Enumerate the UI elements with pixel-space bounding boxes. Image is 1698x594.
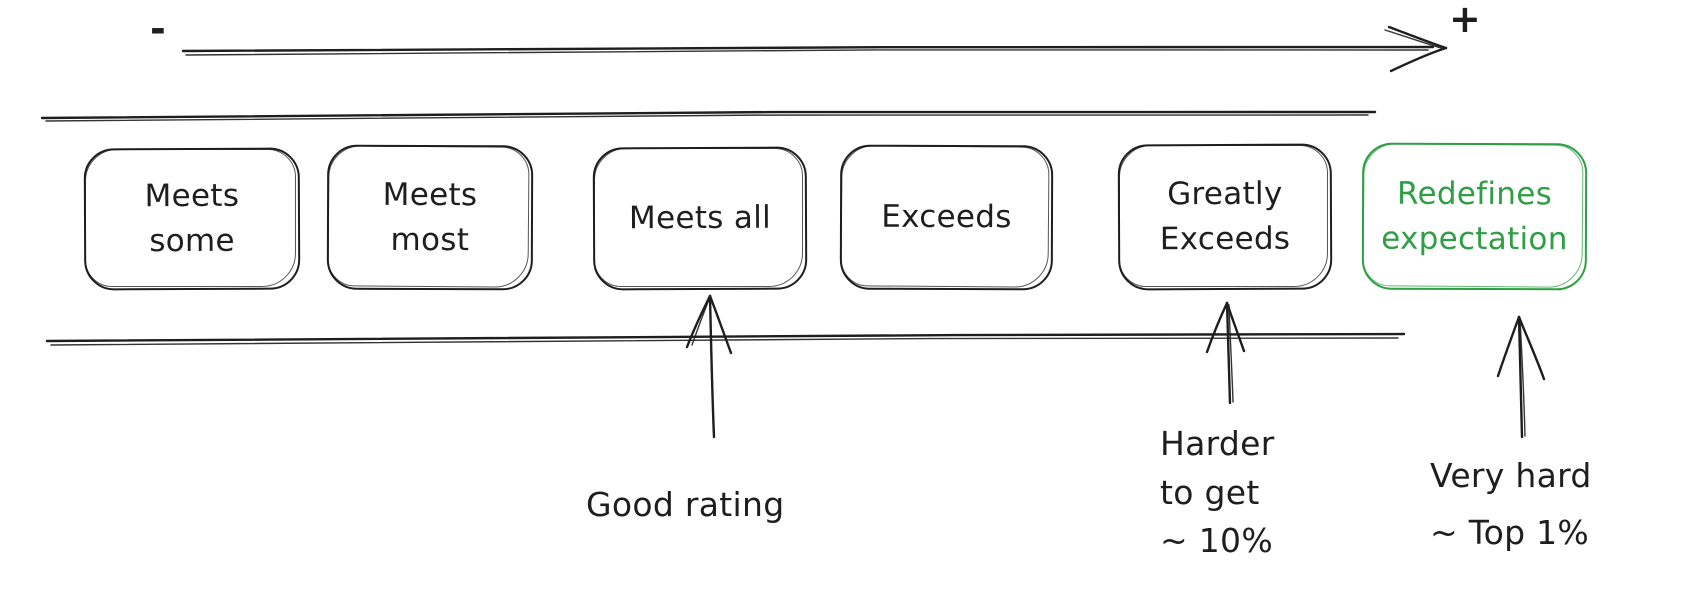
rating-box-meets-most: Meets most	[326, 144, 534, 291]
rating-box-label: Meets some	[144, 177, 240, 260]
annotation-very-hard: Very hard ~ Top 1%	[1430, 456, 1592, 553]
rating-box-label: Greatly Exceeds	[1159, 175, 1291, 258]
rating-box-meets-all: Meets all	[592, 146, 808, 291]
pointer-arrow-greatly-exceeds	[1205, 301, 1246, 405]
pointer-arrow-redefines	[1496, 315, 1546, 439]
lower-rule-line	[45, 332, 1406, 346]
upper-rule-line	[40, 110, 1377, 122]
rating-box-redefines-expectation: Redefines expectation	[1361, 142, 1588, 291]
annotation-good-rating: Good rating	[586, 485, 785, 524]
rating-box-exceeds: Exceeds	[839, 144, 1054, 291]
rating-box-label: Redefines expectation	[1381, 175, 1568, 257]
rating-box-greatly-exceeds: Greatly Exceeds	[1117, 143, 1333, 291]
rating-box-label: Meets most	[382, 176, 478, 258]
rating-box-meets-some: Meets some	[83, 147, 301, 291]
axis-plus-label: +	[1449, 0, 1481, 41]
axis-minus-label: -	[150, 7, 166, 51]
rating-box-label: Meets all	[628, 199, 772, 237]
annotation-harder-to-get: Harder to get ~ 10%	[1160, 424, 1275, 560]
axis-arrow	[181, 25, 1448, 73]
pointer-arrow-meets-all	[685, 294, 733, 439]
rating-box-label: Exceeds	[881, 198, 1012, 236]
